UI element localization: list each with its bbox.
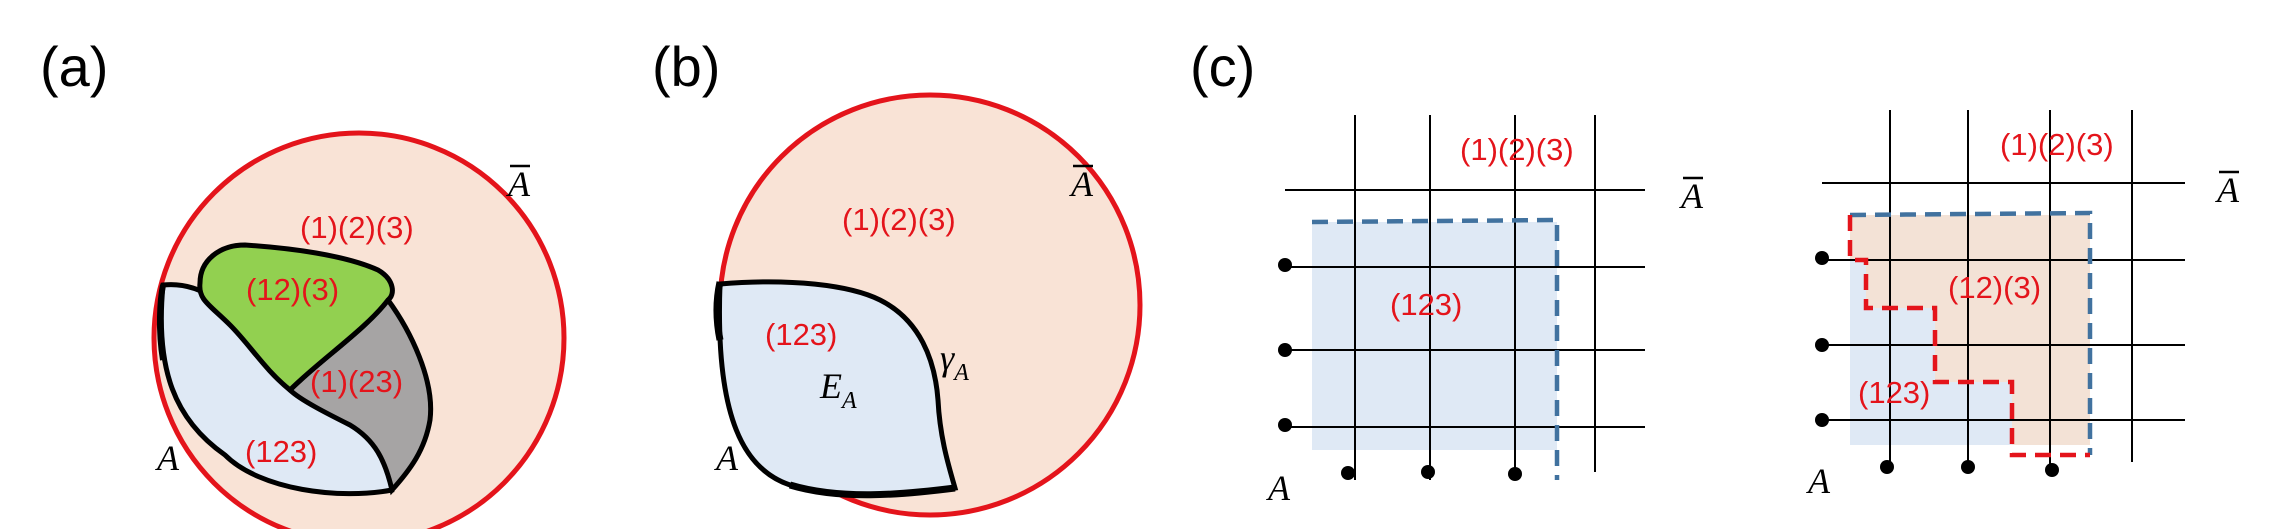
- lattice-dot: [1278, 258, 1292, 272]
- panel-b-abar-label: A: [1069, 164, 1094, 204]
- lattice-dot: [1815, 251, 1829, 265]
- panel-a-boundary-a: [156, 284, 166, 361]
- panel-a-label-1-2-3: (1)(2)(3): [300, 210, 414, 245]
- panel-c-left-abar-label: A: [1679, 176, 1704, 216]
- panel-b-ea-label: EA: [819, 366, 857, 414]
- panel-a-label: (a): [40, 35, 108, 98]
- panel-c-label: (c): [1190, 35, 1255, 98]
- panel-a-label-1-23: (1)(23): [310, 364, 403, 399]
- lattice-dot: [1508, 467, 1522, 481]
- panel-c-left-a-label: A: [1266, 468, 1291, 508]
- panel-b-boundary-bottom: [788, 481, 956, 499]
- lattice-dot: [2045, 463, 2059, 477]
- lattice-dot: [1880, 460, 1894, 474]
- panel-c-right-label-12-3: (12)(3): [1948, 270, 2041, 305]
- panel-b-boundary-a: [713, 281, 724, 341]
- panel-c-left-lattice: (1)(2)(3) (123) A A: [1266, 115, 1704, 508]
- panel-c: (c) (1)(2)(3) (123) A A: [1190, 35, 2240, 508]
- panel-b-label-123: (123): [765, 317, 837, 352]
- panel-c-left-dashed-boundary: [1311, 217, 1560, 480]
- panel-a-region-12-3: [197, 242, 395, 394]
- lattice-dot: [1961, 460, 1975, 474]
- panel-c-right-region-12-3: [1850, 215, 2090, 445]
- panel-a-label-12-3: (12)(3): [246, 272, 339, 307]
- panel-a: (a) (1)(2)(3) (12)(3) (1)(23) (123) A A: [40, 35, 567, 529]
- panel-c-left-region-123: [1312, 222, 1557, 450]
- panel-c-right-label-123: (123): [1858, 375, 1930, 410]
- lattice-dot: [1421, 465, 1435, 479]
- lattice-dot: [1815, 338, 1829, 352]
- lattice-dot: [1278, 418, 1292, 432]
- lattice-dot: [1341, 466, 1355, 480]
- panel-b-region-123: [716, 279, 959, 498]
- panel-c-left-label-123: (123): [1390, 287, 1462, 322]
- panel-b-label: (b): [652, 35, 720, 98]
- panel-c-right-label-1-2-3: (1)(2)(3): [2000, 127, 2114, 162]
- panel-c-right-red-dashed-boundary: [1847, 215, 2090, 458]
- panel-c-right-blue-dashed-boundary: [1849, 210, 2093, 455]
- panel-c-right-lattice: (1)(2)(3) (12)(3) (123) A A: [1806, 110, 2240, 501]
- panel-a-abar-label: A: [506, 164, 531, 204]
- panel-c-left-label-1-2-3: (1)(2)(3): [1460, 132, 1574, 167]
- panel-c-right-a-label: A: [1806, 461, 1831, 501]
- panel-a-a-label: A: [155, 438, 180, 478]
- panel-b: (b) (1)(2)(3) (123) EA γA A A: [652, 35, 1143, 518]
- panel-b-a-label: A: [714, 438, 739, 478]
- panel-c-right-abar-label: A: [2215, 170, 2240, 210]
- panel-b-label-1-2-3: (1)(2)(3): [842, 202, 956, 237]
- lattice-dot: [1278, 343, 1292, 357]
- panel-b-gamma-label: γA: [940, 338, 969, 386]
- lattice-dot: [1815, 413, 1829, 427]
- panel-a-label-123: (123): [245, 434, 317, 469]
